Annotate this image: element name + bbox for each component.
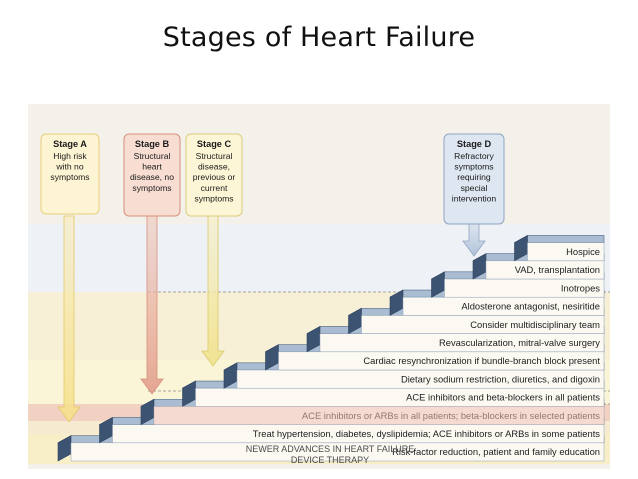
stage-arrow-a xyxy=(57,215,81,423)
stage-card-name: Stage D xyxy=(457,139,492,149)
footer-line-1: NEWER ADVANCES IN HEART FAILURE xyxy=(245,444,415,454)
stage-card-name: Stage B xyxy=(135,139,170,149)
stage-card-line: special xyxy=(461,183,488,193)
stage-card-line: disease, xyxy=(198,162,230,172)
stage-card-line: Refractory xyxy=(454,151,494,161)
stage-card-line: High risk xyxy=(53,151,87,161)
stage-card-line: intervention xyxy=(452,193,497,203)
stair-riser xyxy=(527,242,605,262)
staircase-svg: Risk-factor reduction, patient and famil… xyxy=(28,104,610,469)
stage-card-line: symptoms xyxy=(132,183,171,193)
footer-line-2: DEVICE THERAPY xyxy=(290,455,370,465)
stage-card-line: disease, no xyxy=(130,172,174,182)
stage-card-line: symptoms xyxy=(50,172,89,182)
stage-card-line: Structural xyxy=(196,151,233,161)
heart-failure-staircase-diagram: Risk-factor reduction, patient and famil… xyxy=(28,104,610,469)
stage-card-d: Stage D Refractorysymptomsrequiringspecia… xyxy=(443,133,505,225)
stair-step-label: Dietary sodium restriction, diuretics, a… xyxy=(401,373,600,384)
stair-step-label: Hospice xyxy=(566,246,600,257)
footer-caption: NEWER ADVANCES IN HEART FAILURE DEVICE T… xyxy=(190,444,470,466)
stage-card-line: with no xyxy=(55,162,83,172)
stage-card-box xyxy=(123,133,181,217)
stage-card-line: heart xyxy=(142,162,162,172)
stair-tread xyxy=(514,235,605,243)
stage-arrow-c xyxy=(201,215,225,367)
stair-step-label: Aldosterone antagonist, nesiritide xyxy=(461,301,600,312)
stair-step-label: VAD, transplantation xyxy=(515,264,600,275)
slide-title: Stages of Heart Failure xyxy=(162,22,476,53)
stair-step-label: ACE inhibitors and beta-blockers in all … xyxy=(406,392,600,403)
stair-step-label: Revascularization, mitral-valve surgery xyxy=(439,337,600,348)
stage-card-line: Structural xyxy=(134,151,171,161)
stage-arrow-b xyxy=(140,215,164,395)
stair-step: Hospice xyxy=(514,234,605,262)
stage-card-box xyxy=(443,133,505,225)
stair-step-label: Treat hypertension, diabetes, dyslipidem… xyxy=(253,428,601,439)
stage-card-name: Stage C xyxy=(197,139,232,149)
stage-arrow-d xyxy=(462,223,486,257)
stage-card-line: current xyxy=(201,183,228,193)
stage-b-step-highlight xyxy=(154,406,604,425)
stage-card-line: symptoms xyxy=(194,193,233,203)
stage-card-line: previous or xyxy=(193,172,236,182)
stair-step-label: Inotropes xyxy=(561,282,600,293)
stage-card-line: requiring xyxy=(457,172,491,182)
stair-step-label: Cardiac resynchronization if bundle-bran… xyxy=(363,355,600,366)
stage-card-box xyxy=(40,133,100,215)
stage-card-line: symptoms xyxy=(454,162,493,172)
stair-step-label: Consider multidisciplinary team xyxy=(470,319,600,330)
stage-card-name: Stage A xyxy=(53,139,87,149)
stage-card-box xyxy=(185,133,243,217)
stair-step-label: Risk-factor reduction, patient and famil… xyxy=(392,446,600,457)
